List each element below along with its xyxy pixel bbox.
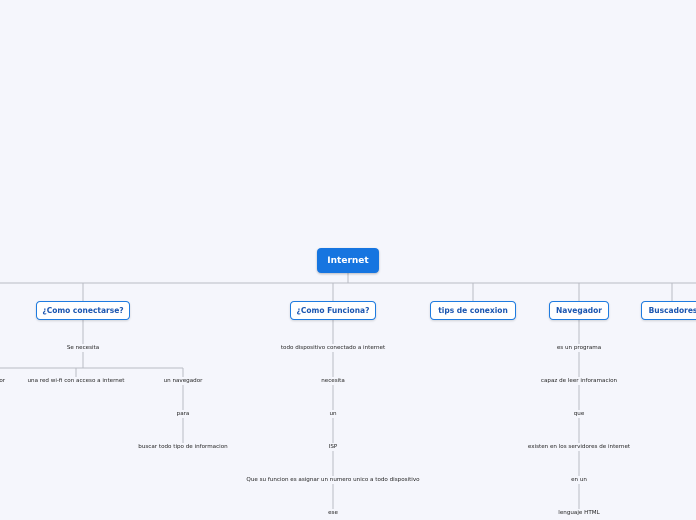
topic-label: Buscadores: [648, 306, 696, 315]
node-funciona-6[interactable]: ese: [328, 510, 338, 516]
node-funciona-5[interactable]: Que su funcion es asignar un numero unic…: [246, 477, 420, 483]
topic-label: tips de conexion: [438, 306, 508, 315]
node-para[interactable]: para: [176, 411, 190, 417]
node-un-navegador[interactable]: un navegador: [163, 378, 203, 384]
node-navegador-3[interactable]: que: [573, 411, 585, 417]
node-funciona-1[interactable]: todo dispositivo conectado a internet: [280, 345, 386, 351]
root-label: Internet: [327, 255, 369, 266]
topic-tips-de-conexion[interactable]: tips de conexion: [430, 301, 516, 320]
topic-como-funciona[interactable]: ¿Como Funciona?: [290, 301, 376, 320]
topic-label: ¿Como Funciona?: [296, 306, 370, 315]
topic-navegador[interactable]: Navegador: [549, 301, 609, 320]
node-ador[interactable]: ador: [0, 378, 6, 384]
node-funciona-2[interactable]: necesita: [321, 378, 345, 384]
node-funciona-3[interactable]: un: [329, 411, 337, 417]
node-navegador-2[interactable]: capaz de leer inforamacion: [540, 378, 618, 384]
topic-buscadores[interactable]: Buscadores: [641, 301, 696, 320]
node-navegador-6[interactable]: lenguaje HTML: [558, 510, 600, 516]
node-buscar-informacion[interactable]: buscar todo tipo de informacion: [138, 444, 228, 450]
topic-label: Navegador: [556, 306, 602, 315]
topic-label: ¿Como conectarse?: [42, 306, 124, 315]
connector-conectarse-fork: [0, 352, 184, 377]
node-navegador-4[interactable]: existen en los servidores de internet: [527, 444, 631, 450]
node-red-wifi[interactable]: una red wi-fi con acceso a internet: [27, 378, 125, 384]
node-funciona-4[interactable]: ISP: [328, 444, 338, 450]
node-navegador-5[interactable]: en un: [571, 477, 587, 483]
topic-como-conectarse[interactable]: ¿Como conectarse?: [36, 301, 130, 320]
node-se-necesita[interactable]: Se necesita: [66, 345, 100, 351]
root-node[interactable]: Internet: [317, 248, 379, 273]
node-navegador-1[interactable]: es un programa: [556, 345, 602, 351]
